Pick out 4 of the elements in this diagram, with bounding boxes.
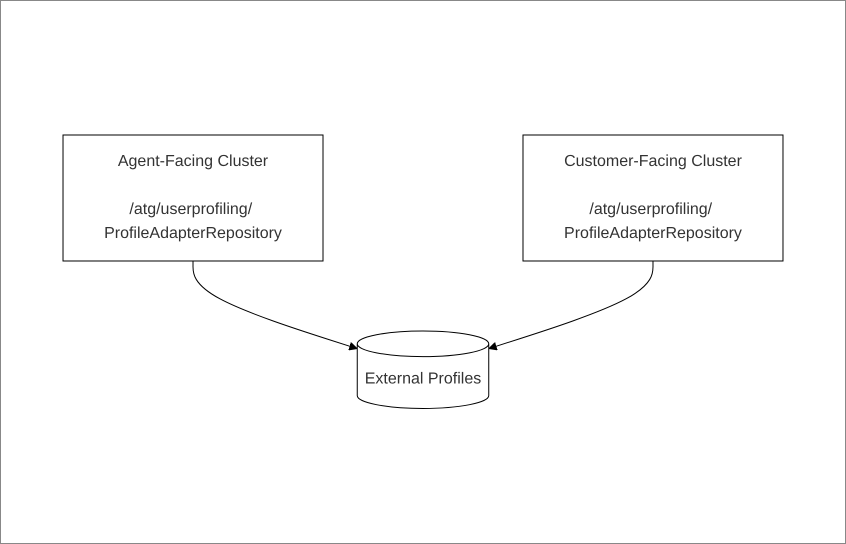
node-box: Agent-Facing Cluster /atg/userprofiling/ ProfileAdapterRepository [62,134,324,262]
arrow [488,260,654,351]
arrow [192,260,358,351]
node-box: Customer-Facing Cluster /atg/userprofiling/ ProfileAdapterRepository [522,134,784,262]
